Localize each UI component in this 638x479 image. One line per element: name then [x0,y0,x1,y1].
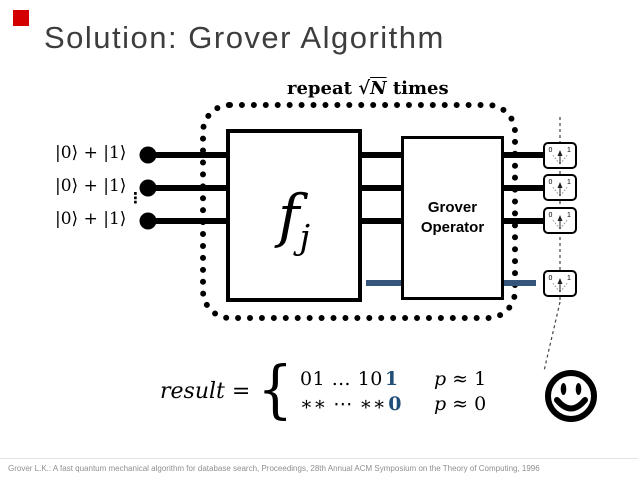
measurement-dial-icon: 0 1 [549,179,571,197]
grover-operator-line1: Grover [427,198,478,216]
repeat-word: repeat [287,78,352,99]
p-value: ≈ 1 [452,367,487,390]
meter-zero-label: 0 [549,147,553,154]
qubit-vertical-dots: ⋮ [128,189,143,207]
dial-needle-arrowhead [557,278,563,284]
oracle-f-subscript: j [299,217,310,258]
bitstring-marked-bit: 0 [388,392,402,415]
meter-zero-label: 0 [549,275,553,282]
dial-tick-left [551,218,561,230]
measurement-meter-2: 0 1 [543,174,577,201]
measurement-dial-icon: 0 1 [549,275,571,293]
measurement-dashed-line-slant [543,301,561,372]
dial-needle-arrowhead [557,215,563,221]
qubit-state-label-2: |0⟩ + |1⟩ [55,176,127,196]
smiley-right-eye [575,383,582,395]
dial-needle-arrowhead [557,150,563,156]
dial-tick-left [551,281,561,293]
footer-citation: Grover L.K.: A fast quantum mechanical a… [0,458,638,479]
qubit-state-label-3: |0⟩ + |1⟩ [55,209,127,229]
measurement-meter-1: 0 1 [543,142,577,169]
repeat-sqrt-n-label: repeat √N times [287,78,449,99]
slide-title: Solution: Grover Algorithm [44,20,445,55]
smiley-head [545,370,597,422]
measurement-meter-3: 0 1 [543,207,577,234]
measurement-dial-icon: 0 1 [549,147,571,165]
sqrt-n-variable: N [370,78,387,99]
dial-tick-right [559,153,569,165]
measurement-meter-4: 0 1 [543,270,577,297]
dial-needle-arrowhead [557,182,563,188]
meter-one-label: 1 [567,179,571,186]
grover-operator-line2: Operator [420,219,485,236]
smiley-mouth [554,397,588,412]
oracle-fj-box: fj [226,129,362,302]
meter-zero-label: 0 [549,212,553,219]
times-word: times [392,78,449,99]
bitstring-prefix: 01 … 10 [299,367,383,390]
result-variable: result [160,378,225,404]
smiley-face-icon [545,370,597,422]
bitstring-marked-bit: 1 [384,367,399,390]
equals-sign: = [231,378,251,404]
smiley-left-eye [560,383,567,395]
dial-tick-right [559,281,569,293]
measurement-dial-icon: 0 1 [549,212,571,230]
dial-tick-left [551,153,561,165]
meter-one-label: 1 [567,275,571,282]
p-variable: p [433,367,447,390]
result-bitstring-other: ∗∗ ⋯ ∗∗0 [300,393,434,415]
slide-accent-square [13,10,29,26]
p-value: ≈ 0 [452,392,487,415]
dial-tick-left [551,185,561,197]
dial-tick-right [559,185,569,197]
meter-one-label: 1 [567,212,571,219]
probability-found: p ≈ 1 [434,368,486,390]
probability-other: p ≈ 0 [434,393,486,415]
meter-one-label: 1 [567,147,571,154]
repeat-block-outline [200,102,518,321]
sqrt-symbol: √ [358,78,371,99]
result-case-other: ∗∗ ⋯ ∗∗0 p ≈ 0 [300,393,486,415]
cases-brace: { [257,354,293,427]
qubit-state-label-1: |0⟩ + |1⟩ [55,143,127,163]
oracle-f: f [277,181,300,250]
grover-operator-box: Grover Operator [401,136,504,300]
dial-tick-right [559,218,569,230]
p-variable: p [433,392,447,415]
oracle-fj-label: fj [278,187,310,255]
meter-zero-label: 0 [549,179,553,186]
bitstring-wildcards: ∗∗ ⋯ ∗∗ [299,392,387,415]
